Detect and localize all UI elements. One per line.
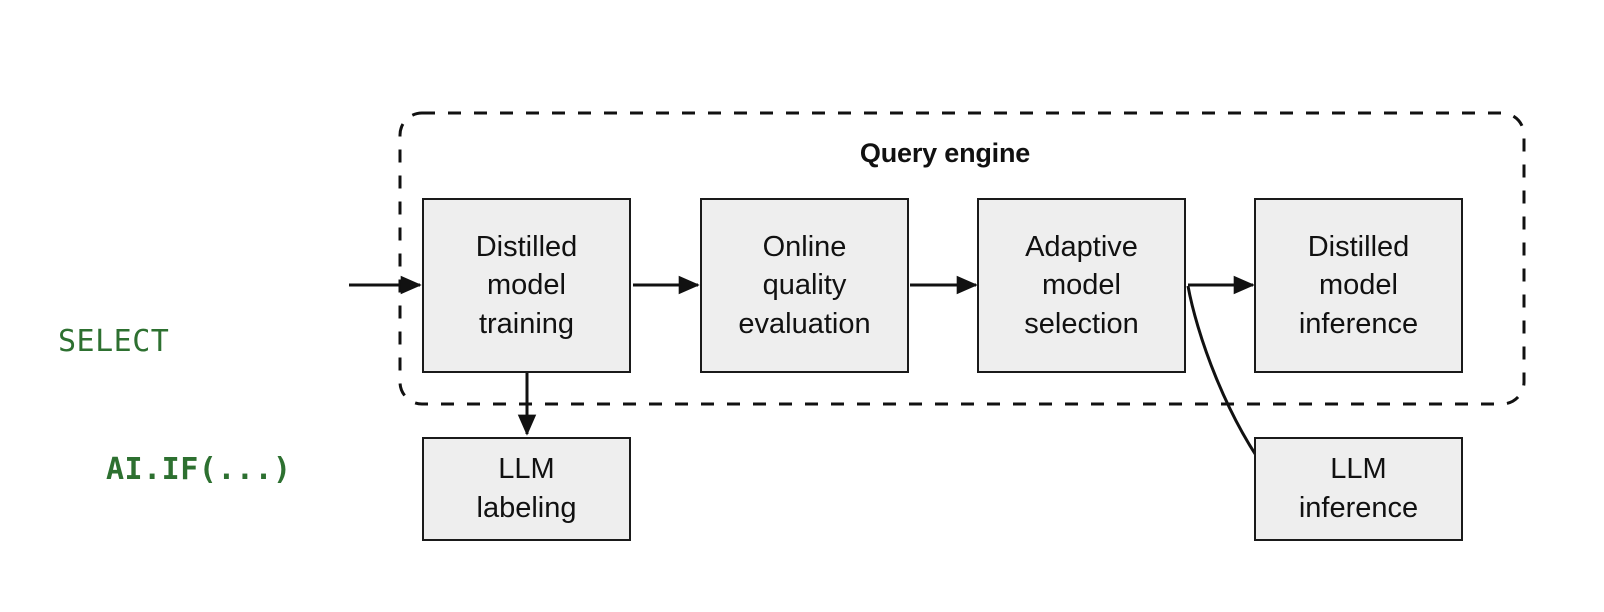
- sql-line-ai-if: AI.IF(...): [106, 451, 292, 487]
- query-engine-title: Query engine: [859, 138, 1031, 168]
- node-llm-inference-label: LLM inference: [1298, 453, 1419, 524]
- node-distilled-model-inference[interactable]: Distilled model inference: [1254, 198, 1463, 373]
- query-engine-container: [398, 111, 1526, 406]
- node-distilled-model-inference-label: Distilled model inference: [1298, 230, 1419, 340]
- sql-line-select: SELECT: [58, 324, 170, 360]
- node-distilled-model-training-label: Distilled model training: [475, 230, 578, 340]
- node-online-quality-evaluation-label: Online quality evaluation: [738, 230, 871, 340]
- node-online-quality-evaluation[interactable]: Online quality evaluation: [700, 198, 909, 373]
- node-llm-labeling-label: LLM labeling: [476, 453, 577, 524]
- node-distilled-model-training[interactable]: Distilled model training: [422, 198, 631, 373]
- node-adaptive-model-selection-label: Adaptive model selection: [1024, 230, 1139, 340]
- node-llm-inference[interactable]: LLM inference: [1254, 437, 1463, 541]
- node-adaptive-model-selection[interactable]: Adaptive model selection: [977, 198, 1186, 373]
- node-llm-labeling[interactable]: LLM labeling: [422, 437, 631, 541]
- sql-query-text: SELECT AI.IF(...): [58, 236, 348, 577]
